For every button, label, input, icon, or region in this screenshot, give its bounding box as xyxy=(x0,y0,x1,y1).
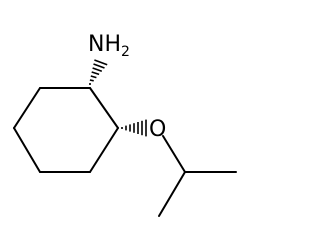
ether-oxygen-label: O xyxy=(149,117,166,142)
bond-o-ch xyxy=(162,135,186,173)
ring-bond-c6-c5 xyxy=(13,87,41,129)
ring-bond-c2-c1 xyxy=(89,87,119,129)
amine-hydrogen-symbol: H xyxy=(104,32,121,57)
svg-text:NH2: NH2 xyxy=(88,32,130,60)
cyclohexane-ring xyxy=(13,87,119,173)
hashed-wedge-bond-to-amine xyxy=(89,59,108,85)
bond-ch-methyl-down xyxy=(158,171,186,217)
hashed-wedge-bond-to-oxygen xyxy=(121,119,147,137)
amine-label: NH2 xyxy=(88,32,130,60)
ring-bond-c5-c4 xyxy=(13,127,41,173)
amine-hydrogen-count: 2 xyxy=(121,44,130,60)
amine-nitrogen-symbol: N xyxy=(88,32,104,57)
chemical-structure-diagram: NH2 O xyxy=(13,32,237,217)
ring-bond-c3-c2 xyxy=(89,127,119,173)
isopropyl-group xyxy=(158,135,237,217)
